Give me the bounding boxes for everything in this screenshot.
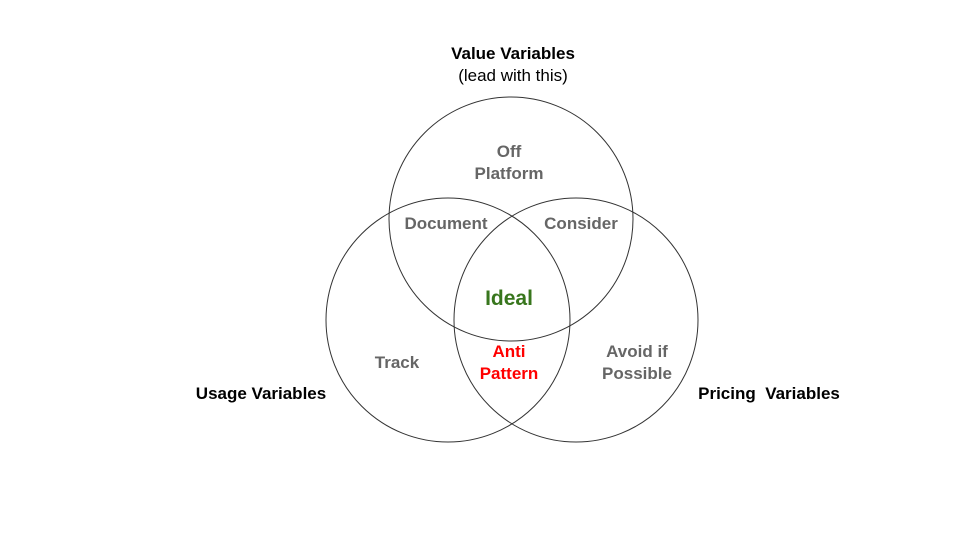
region-value-pricing: Consider <box>544 214 618 233</box>
region-usage-only: Track <box>374 353 420 372</box>
pricing-variables-circle <box>453 197 699 443</box>
pricing-variables-label: Pricing Variables <box>698 384 840 403</box>
region-ideal: Ideal <box>485 287 533 310</box>
value-variables-circle <box>388 96 634 342</box>
value-variables-label: Value Variables (lead with this) <box>451 43 575 87</box>
region-anti-pattern-line-2: Pattern <box>479 364 539 383</box>
region-anti-pattern-line-1: Anti <box>492 342 526 361</box>
region-pricing-only-line-1: Avoid if <box>606 342 668 361</box>
region-value-only-line-2: Platform <box>474 164 544 183</box>
region-pricing-only-line-2: Possible <box>602 364 672 383</box>
region-value-only-line-1: Off <box>496 142 522 161</box>
value-variables-subtitle: (lead with this) <box>458 66 568 85</box>
region-anti-pattern: Anti Pattern <box>480 341 539 385</box>
region-value-usage: Document <box>404 214 488 233</box>
usage-variables-label: Usage Variables <box>195 384 327 403</box>
region-pricing-only: Avoid if Possible <box>602 341 672 385</box>
value-variables-title: Value Variables <box>451 44 575 63</box>
region-value-only: Off Platform <box>475 141 544 185</box>
usage-variables-circle <box>325 197 571 443</box>
